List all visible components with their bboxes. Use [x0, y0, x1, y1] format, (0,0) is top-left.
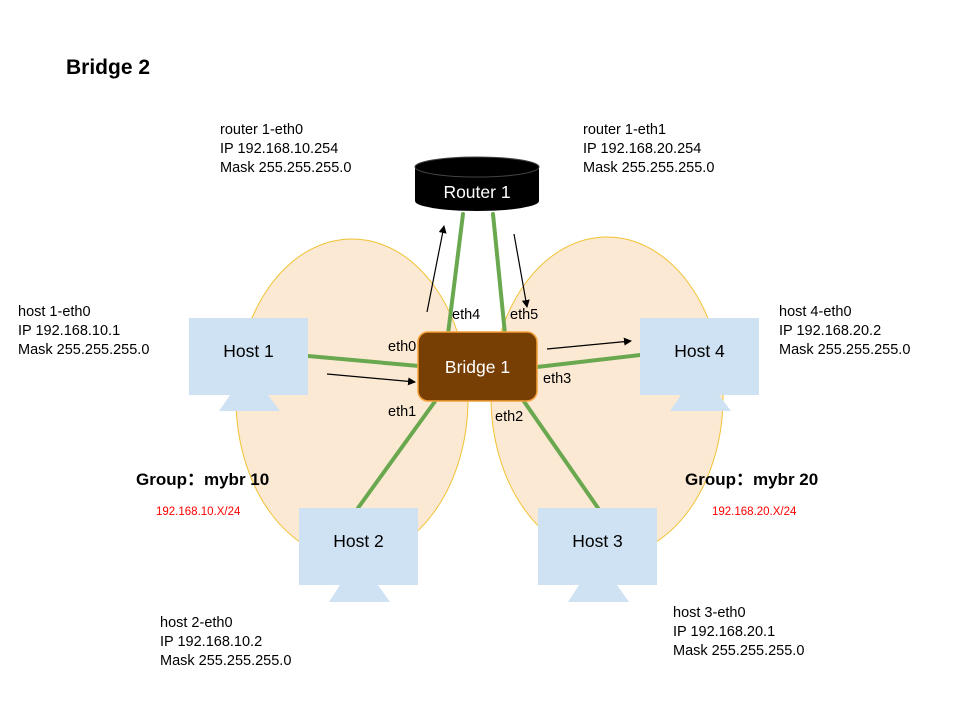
port-eth4-label: eth4 — [452, 307, 481, 323]
traffic-arrows — [326, 225, 632, 386]
host-3-ip: IP 192.168.20.1 — [673, 624, 776, 640]
host-1-iface: host 1-eth0 — [18, 304, 91, 320]
arrow-host1-to-bridge — [326, 373, 416, 386]
host-3-label: Host 3 — [572, 531, 623, 551]
router-eth0-ip: IP 192.168.10.254 — [220, 141, 339, 157]
port-eth0-label: eth0 — [388, 339, 417, 355]
group-mybr20-label: Group：mybr 20 — [685, 470, 819, 489]
router-1 — [414, 156, 540, 211]
bridge-1-label: Bridge 1 — [444, 357, 511, 377]
arrow-bridge-to-router — [426, 225, 447, 313]
port-eth1-label: eth1 — [388, 404, 417, 420]
host-4-info: host 4-eth0 IP 192.168.20.2 Mask 255.255… — [779, 303, 910, 360]
host-2-monitor — [299, 508, 418, 602]
host-1-ip: IP 192.168.10.1 — [18, 323, 121, 339]
router-1-label: Router 1 — [443, 182, 511, 202]
arrow-bridge-to-host4 — [546, 337, 632, 350]
page-title: Bridge 2 — [66, 56, 151, 79]
host-4-mask: Mask 255.255.255.0 — [779, 342, 911, 358]
link-host3-eth2 — [521, 398, 600, 510]
host-3-monitor — [538, 508, 657, 602]
router-eth1-mask: Mask 255.255.255.0 — [583, 160, 715, 176]
link-host2-eth1 — [356, 398, 438, 510]
port-eth2-label: eth2 — [495, 409, 524, 425]
router-eth1-info: router 1-eth1 IP 192.168.20.254 Mask 255… — [583, 121, 714, 178]
arrow-router-to-bridge — [513, 233, 530, 308]
link-router-eth4 — [446, 212, 465, 336]
host-2-iface: host 2-eth0 — [160, 615, 233, 631]
link-host4-eth3 — [535, 353, 642, 369]
router-eth0-mask: Mask 255.255.255.0 — [220, 160, 352, 176]
host-2-mask: Mask 255.255.255.0 — [160, 653, 292, 669]
host-3-mask: Mask 255.255.255.0 — [673, 643, 805, 659]
group-mybr10-label: Group：mybr 10 — [136, 470, 270, 489]
host-3-info: host 3-eth0 IP 192.168.20.1 Mask 255.255… — [673, 604, 804, 661]
router-eth0-name: router 1-eth0 — [220, 122, 304, 138]
group-mybr10-subnet: 192.168.10.X/24 — [156, 506, 241, 518]
router-eth0-info: router 1-eth0 IP 192.168.10.254 Mask 255… — [220, 121, 351, 178]
host-4-label: Host 4 — [674, 341, 725, 361]
host-3-iface: host 3-eth0 — [673, 605, 746, 621]
host-4-ip: IP 192.168.20.2 — [779, 323, 882, 339]
host-1-mask: Mask 255.255.255.0 — [18, 342, 150, 358]
host-1-label: Host 1 — [223, 341, 274, 361]
host-4-iface: host 4-eth0 — [779, 304, 852, 320]
group-mybr20-subnet: 192.168.20.X/24 — [712, 506, 797, 518]
router-eth1-name: router 1-eth1 — [583, 122, 667, 138]
host-2-label: Host 2 — [333, 531, 384, 551]
host-2-ip: IP 192.168.10.2 — [160, 634, 263, 650]
links — [306, 212, 642, 510]
link-router-eth5 — [491, 212, 507, 336]
host-4-monitor — [640, 318, 759, 411]
port-eth5-label: eth5 — [510, 307, 539, 323]
link-host1-eth0 — [306, 354, 421, 368]
router-eth1-ip: IP 192.168.20.254 — [583, 141, 702, 157]
host-2-info: host 2-eth0 IP 192.168.10.2 Mask 255.255… — [160, 614, 291, 671]
bridge-1-box — [417, 331, 538, 402]
port-eth3-label: eth3 — [543, 371, 572, 387]
host-1-info: host 1-eth0 IP 192.168.10.1 Mask 255.255… — [18, 303, 149, 360]
host-1-monitor — [189, 318, 308, 411]
